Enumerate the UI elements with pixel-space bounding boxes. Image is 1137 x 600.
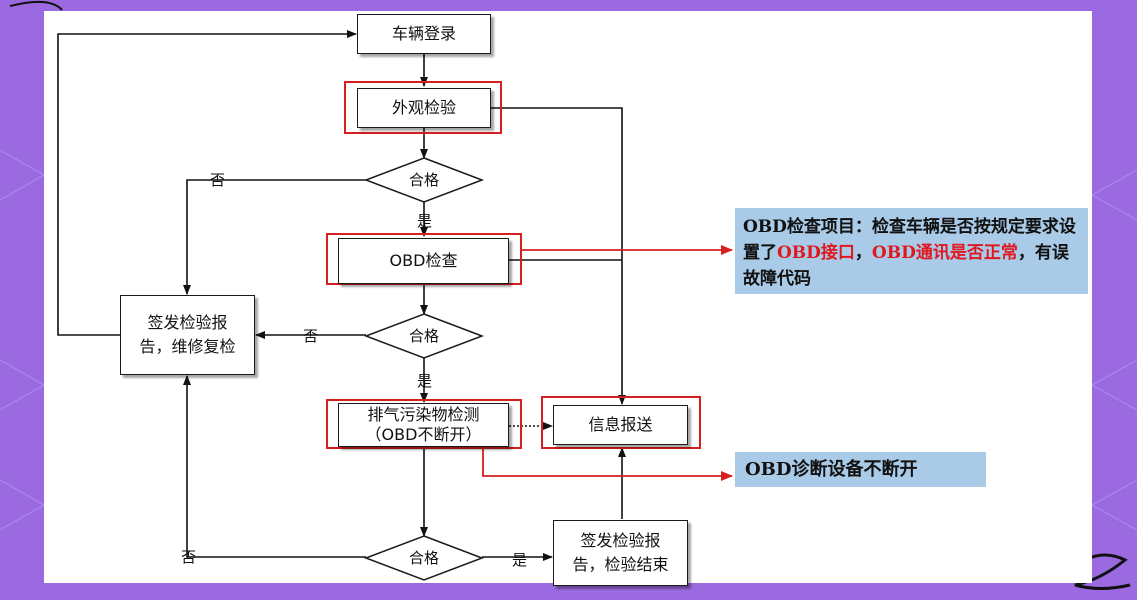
- node-label-line2: 告，检验结束: [572, 555, 669, 574]
- callout-obd-check-items: OBD检查项目：检查车辆是否按规定要求设置了OBD接口，OBD通讯是否正常，有误…: [735, 208, 1088, 294]
- callout-text-highlight: OBD接口: [777, 243, 855, 263]
- edge-label-no: 否: [181, 548, 197, 566]
- highlight-frame-info: [541, 396, 701, 449]
- node-label: 车辆登录: [391, 24, 456, 43]
- edge-label-yes: 是: [512, 551, 528, 569]
- node-visual-inspection: 外观检验: [357, 88, 491, 128]
- node-obd-check: OBD检查: [338, 238, 509, 284]
- node-label-line1: 签发检验报: [580, 531, 661, 550]
- node-label-line2: （OBD不断开）: [365, 425, 482, 444]
- decision-label: 合格: [408, 549, 439, 567]
- highlight-frame-emission: [326, 399, 522, 449]
- highlight-frame-visual: [344, 81, 502, 134]
- node-emission-test: 排气污染物检测 （OBD不断开）: [338, 403, 509, 447]
- node-label-line1: 签发检验报: [147, 313, 228, 332]
- decision-diamond-2: [363, 313, 485, 359]
- decision-diamond-3: [363, 535, 485, 581]
- callout-text: ，: [854, 243, 872, 263]
- highlight-frame-obd: [326, 233, 522, 285]
- edge-label-no: 否: [303, 327, 319, 345]
- decision-diamond-1: [363, 157, 485, 203]
- callout-obd-note: OBD诊断设备不断开: [735, 452, 986, 487]
- decision-label: 合格: [408, 327, 439, 345]
- node-vehicle-registration: 车辆登录: [357, 14, 491, 54]
- callout-text: ，有误故障代码: [743, 243, 1069, 289]
- node-label: OBD检查: [389, 251, 458, 270]
- edge-label-yes: 是: [417, 372, 433, 390]
- node-label-line2: 告，维修复检: [139, 337, 236, 356]
- node-label-line1: 排气污染物检测: [367, 405, 480, 424]
- node-report-repair: 签发检验报 告，维修复检: [120, 295, 255, 375]
- decision-label: 合格: [408, 171, 439, 189]
- callout-text: OBD诊断设备不断开: [745, 459, 918, 480]
- node-report-end: 签发检验报 告，检验结束: [553, 520, 688, 586]
- node-label: 外观检验: [391, 98, 456, 117]
- node-info-send: 信息报送: [553, 405, 688, 445]
- node-label: 信息报送: [588, 415, 653, 434]
- callout-text-highlight: OBD通讯是否正常: [871, 243, 1018, 263]
- edge-label-no: 否: [210, 171, 226, 189]
- callout-text: OBD检查项目：检查车辆是否按规定要求设置了: [743, 217, 1076, 263]
- edge-label-yes: 是: [417, 212, 433, 230]
